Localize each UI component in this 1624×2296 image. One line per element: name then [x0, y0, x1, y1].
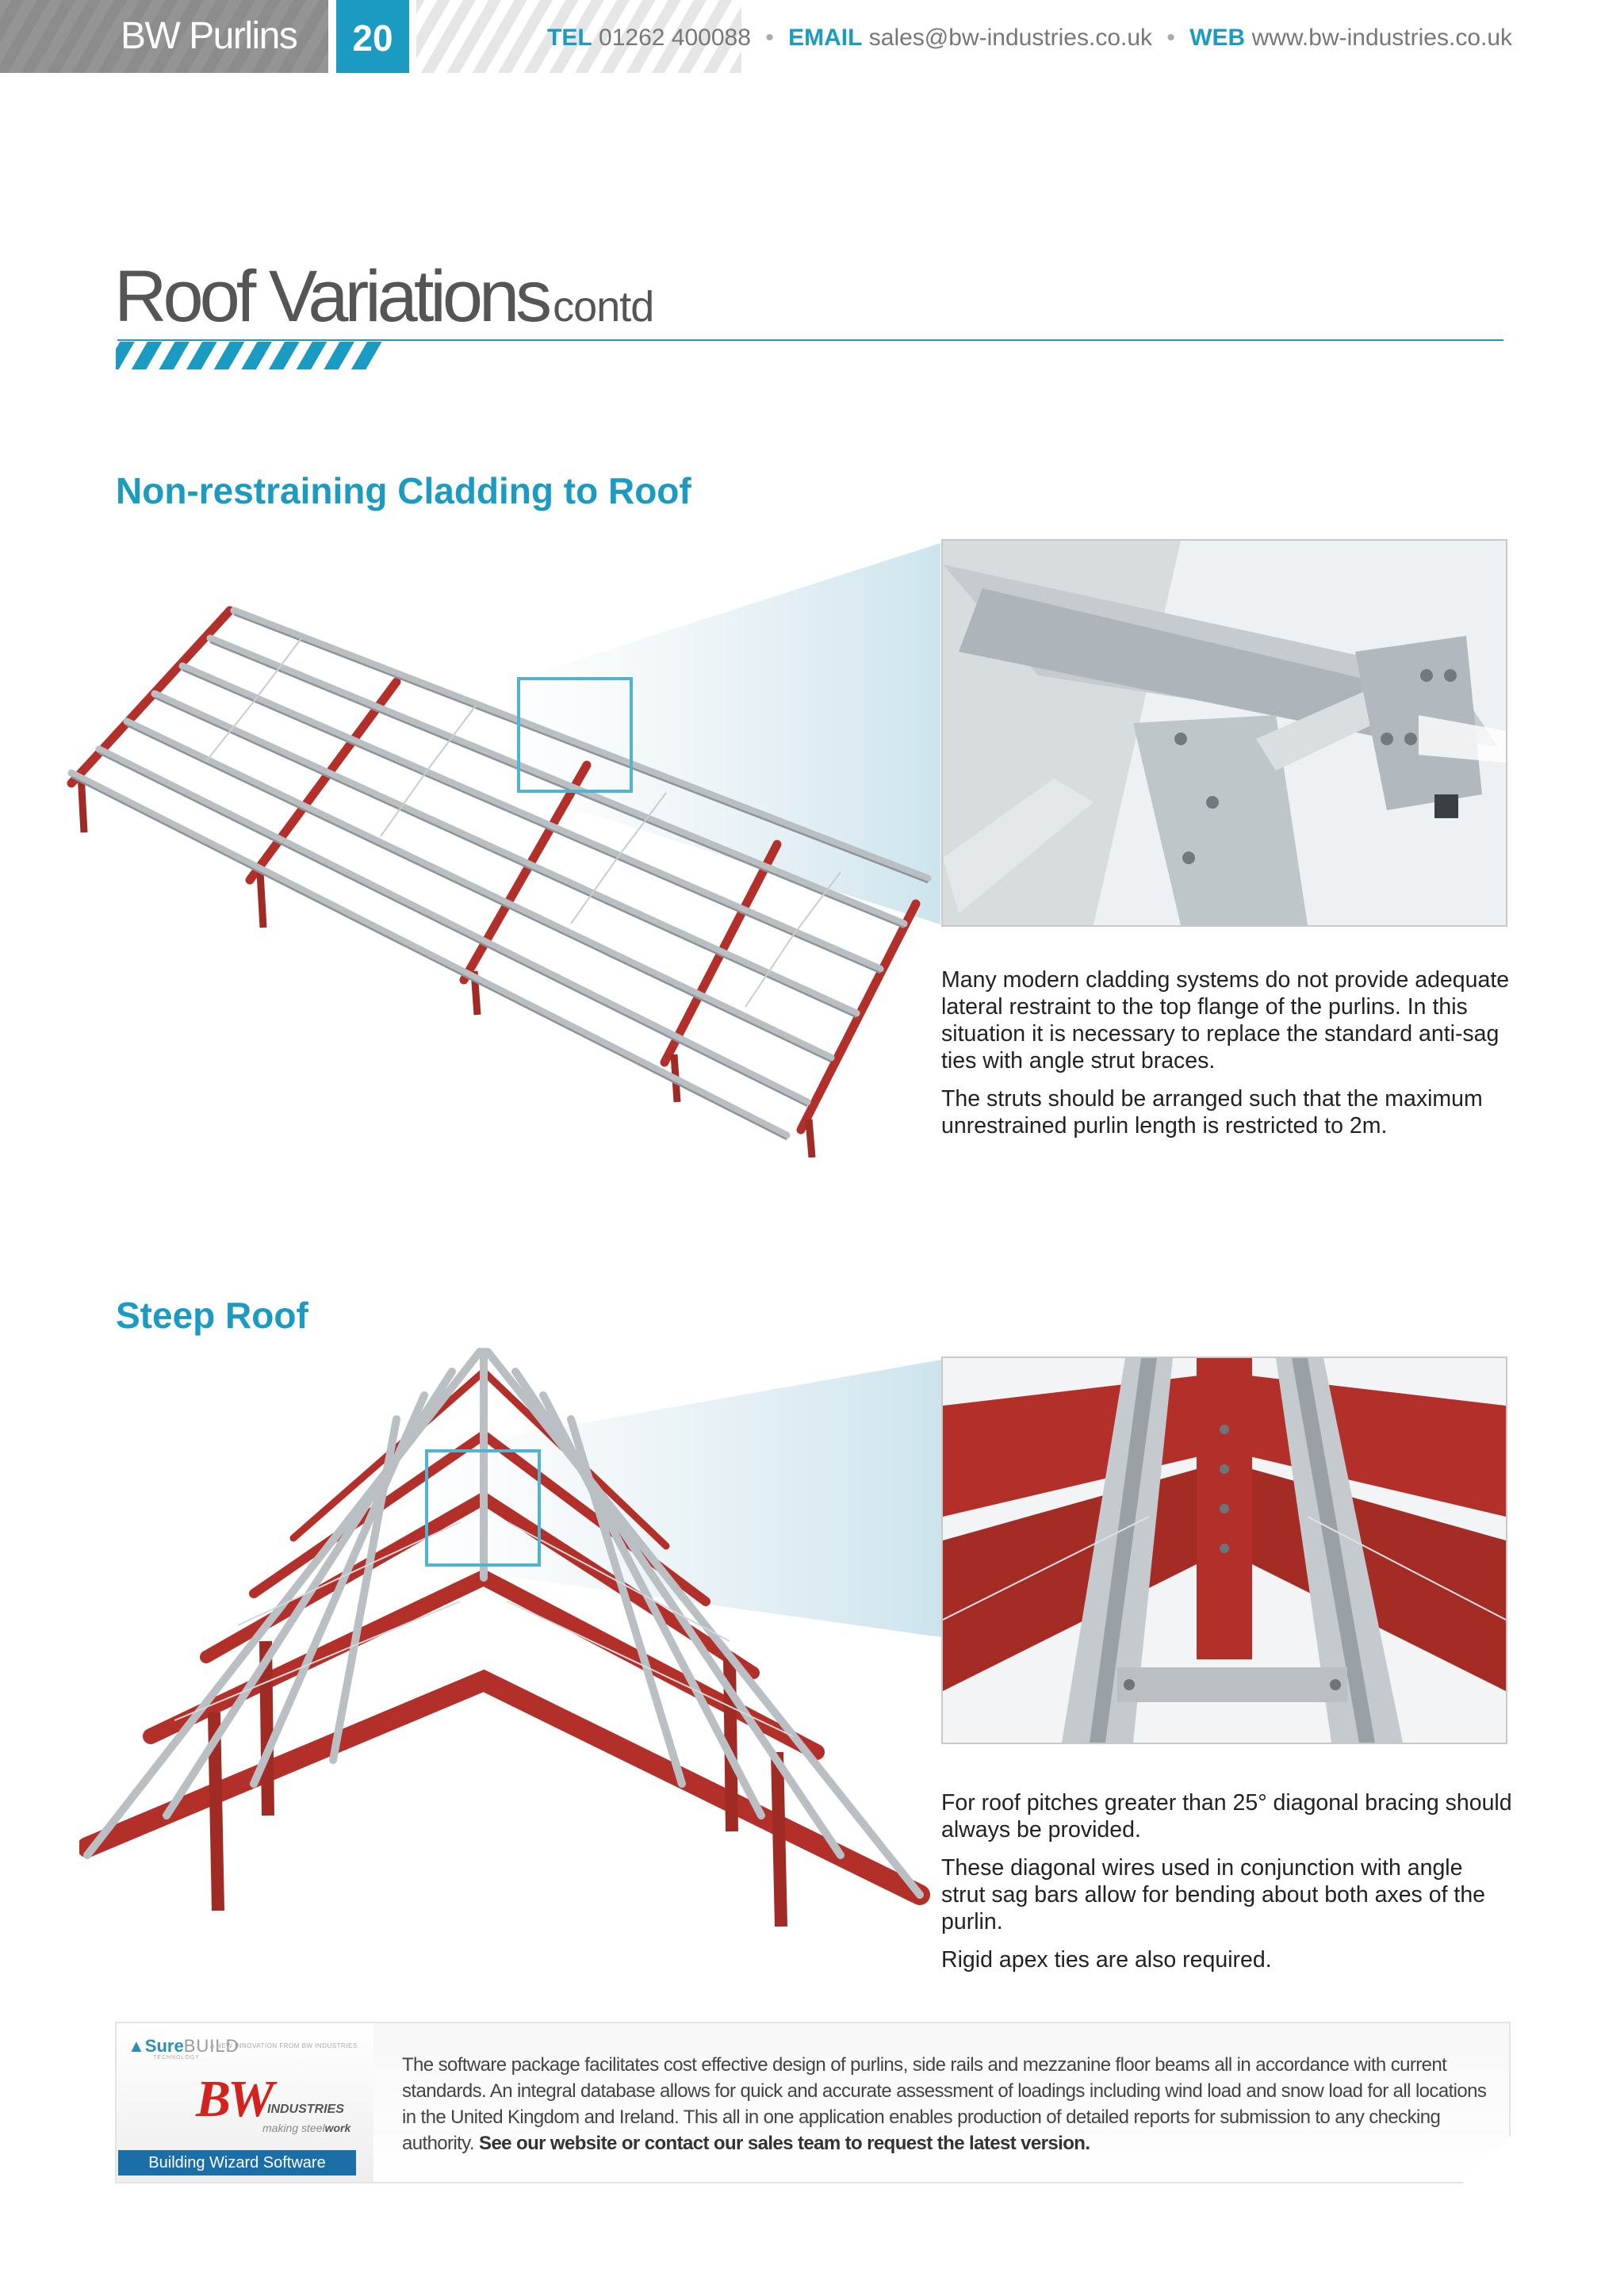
web-link[interactable]: www.bw-industries.co.uk: [1251, 25, 1513, 51]
page-number: 20: [336, 0, 409, 73]
section-title-steep-roof: Steep Roof: [116, 1295, 308, 1336]
paragraph: The struts should be arranged such that …: [941, 1086, 1483, 1138]
tel-number[interactable]: 01262 400088: [599, 25, 751, 51]
paragraph: Rigid apex ties are also required.: [941, 1947, 1272, 1973]
surebuild-icon: ▲: [128, 2036, 145, 2056]
bw-slogan: making steelwork: [262, 2122, 351, 2134]
page-title-main: Roof Variations: [114, 256, 552, 337]
steep-purlins: [83, 1348, 924, 1899]
brand-title: BW Purlins: [0, 0, 328, 73]
non-restraining-text: Many modern cladding systems do not prov…: [941, 966, 1512, 1150]
strut-braces: [205, 637, 841, 1008]
building-wizard-logo[interactable]: ▲SureBUILD A NEW INNOVATION FROM BW INDU…: [117, 2023, 373, 2182]
strut-detail-photo: [941, 539, 1507, 927]
zoom-marker: [517, 677, 633, 793]
surebuild-logo: ▲SureBUILD: [128, 2036, 239, 2056]
bw-industries-label: INDUSTRIES: [267, 2103, 344, 2116]
page-header: BW Purlins 20 TEL 01262 400088 • EMAIL s…: [0, 0, 1624, 73]
paragraph: Many modern cladding systems do not prov…: [941, 967, 1510, 1073]
surebuild-tagline: A NEW INNOVATION FROM BW INDUSTRIES: [210, 2042, 358, 2049]
paragraph: These diagonal wires used in conjunction…: [941, 1855, 1486, 1934]
surebuild-sub: TECHNOLOGY: [153, 2055, 201, 2061]
zoom-marker: [425, 1449, 541, 1567]
paragraph: For roof pitches greater than 25° diagon…: [941, 1790, 1512, 1843]
heading-rule: [117, 339, 1503, 341]
software-promo-box: ▲SureBUILD A NEW INNOVATION FROM BW INDU…: [115, 2022, 1511, 2183]
contact-bar: TEL 01262 400088 • EMAIL sales@bw-indust…: [547, 25, 1512, 52]
diagonal-wires: [174, 1521, 794, 1737]
steep-roof-text: For roof pitches greater than 25° diagon…: [941, 1789, 1512, 1984]
heading-stripes: [116, 342, 393, 369]
product-name-bar: Building Wizard Software: [118, 2150, 356, 2175]
page-title-suffix: contd: [553, 283, 654, 331]
zoom-beam: [519, 543, 940, 924]
steep-roof-illustration: [79, 1348, 941, 1927]
web-label: WEB: [1189, 25, 1246, 51]
apex-detail-drawing: [943, 1358, 1506, 1743]
email-link[interactable]: sales@bw-industries.co.uk: [868, 25, 1153, 51]
header-stripes: [416, 0, 741, 73]
software-description: The software package facilitates cost ef…: [402, 2052, 1496, 2156]
software-description-text: The software package facilitates cost ef…: [402, 2054, 1487, 2154]
section-title-non-restraining: Non-restraining Cladding to Roof: [116, 470, 691, 511]
separator-dot: •: [1166, 25, 1175, 51]
purlin-edges: [71, 613, 929, 1141]
folded-corner: [1463, 2136, 1511, 2183]
purlins: [67, 607, 932, 1139]
bw-logo-mark: BW: [196, 2070, 274, 2128]
strut-detail-drawing: [943, 541, 1506, 925]
non-restraining-roof-illustration: [67, 543, 940, 1158]
tel-label: TEL: [547, 25, 592, 51]
email-label: EMAIL: [788, 25, 863, 51]
separator-dot: •: [765, 25, 774, 51]
software-cta[interactable]: See our website or contact our sales tea…: [479, 2133, 1090, 2154]
apex-detail-photo: [941, 1357, 1507, 1744]
